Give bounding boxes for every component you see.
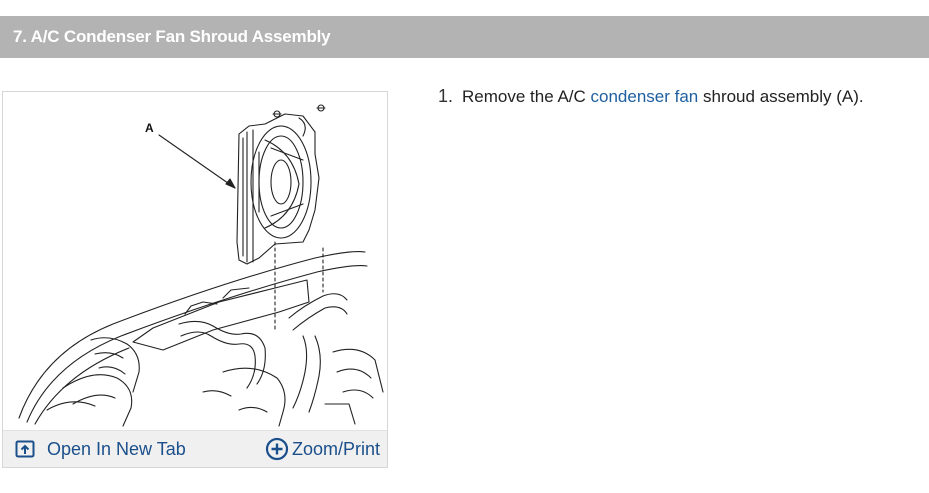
step-text: Remove the A/C condenser fan shroud asse… [462,87,864,107]
line-drawing: A [18,104,384,427]
procedure-steps: 1. Remove the A/C condenser fan shroud a… [438,86,918,107]
step-number: 1. [438,86,454,106]
open-in-new-tab-label: Open In New Tab [47,438,186,459]
figure-toolbar: Open In New Tab Zoom/Print [3,430,387,467]
plus-circle-icon [265,437,289,461]
figure-card: A Open In New Tab Zoom/Print [2,91,388,468]
step-text-before: Remove the A/C [462,87,591,106]
step-item: 1. Remove the A/C condenser fan shroud a… [438,86,918,107]
shroud-illustration[interactable]: A [3,92,387,430]
section-title: 7. A/C Condenser Fan Shroud Assembly [13,27,331,46]
step-text-after: shroud assembly (A). [698,87,864,106]
section-header: 7. A/C Condenser Fan Shroud Assembly [0,16,929,58]
zoom-print-label: Zoom/Print [292,438,381,459]
zoom-print-button[interactable]: Zoom/Print [265,431,380,467]
condenser-fan-link[interactable]: condenser fan [590,87,699,106]
callout-label-a: A [145,121,154,135]
open-in-new-tab-icon [15,440,35,458]
open-in-new-tab-button[interactable]: Open In New Tab [15,431,186,467]
